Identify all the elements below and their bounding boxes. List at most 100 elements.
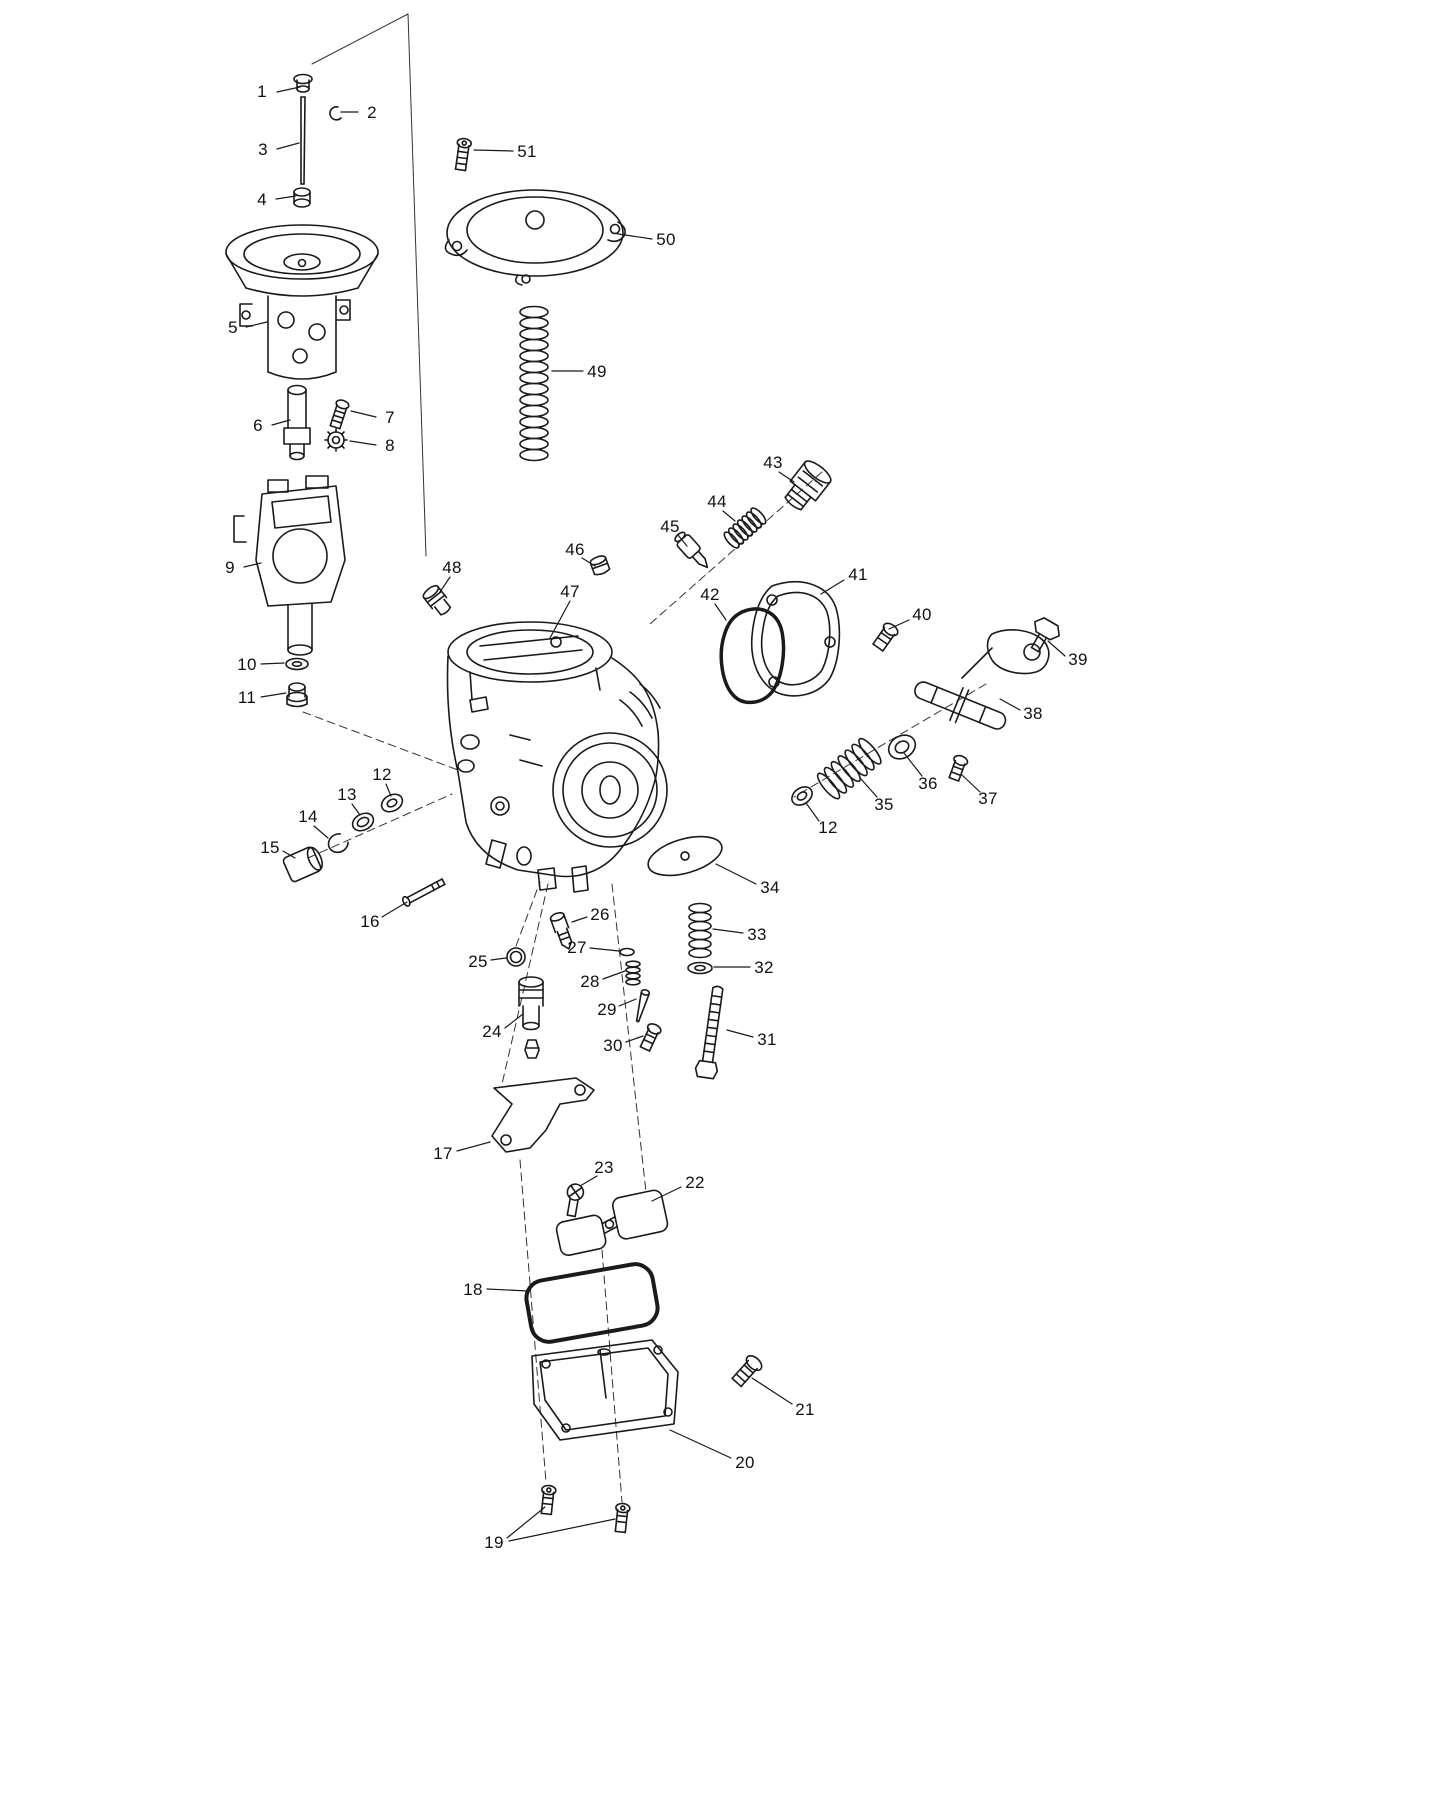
washer-13 <box>351 812 375 832</box>
diaphragm-slide-5 <box>225 224 379 380</box>
leader-line-33 <box>712 928 744 934</box>
screw-7 <box>329 399 350 430</box>
leader-line-40 <box>888 619 910 630</box>
bracket-17 <box>491 1077 595 1153</box>
leader-line-18 <box>486 1288 529 1292</box>
seal-ring-36 <box>887 734 917 760</box>
plug-11 <box>286 682 308 708</box>
needle-spacer-4 <box>293 187 311 208</box>
fitting-48 <box>422 584 452 616</box>
washer-27 <box>619 947 635 957</box>
leader-line-6 <box>271 419 291 426</box>
leader-line-48 <box>439 576 451 593</box>
bowl-gasket-18 <box>524 1262 660 1344</box>
leader-line-13 <box>351 803 361 816</box>
spring-33 <box>688 902 712 959</box>
leader-line-31 <box>726 1029 754 1038</box>
return-spring-35 <box>813 735 885 803</box>
diaphragm-cover-50 <box>444 189 626 286</box>
screw-16 <box>402 878 446 907</box>
diaphragm-disc-34 <box>647 835 723 877</box>
jet-needle-3 <box>300 96 306 185</box>
pilot-jet-26 <box>549 911 573 950</box>
bolt-39 <box>1030 617 1060 653</box>
leader-line-44 <box>722 510 736 522</box>
leader-line-21 <box>751 1377 793 1405</box>
leader-line-38 <box>999 698 1021 711</box>
leader-line-25 <box>490 957 507 961</box>
leader-line-12b <box>805 802 820 822</box>
needle-jet-holder-6 <box>283 384 311 461</box>
leader-line-43 <box>778 471 795 483</box>
e-ring-14 <box>327 833 349 854</box>
cap-15 <box>282 846 324 883</box>
main-jet-24 <box>518 976 544 1059</box>
cover-plate-41 <box>750 581 841 697</box>
leader-line-7 <box>350 410 377 418</box>
float-bowl-20 <box>531 1339 679 1441</box>
o-ring-25 <box>506 947 526 967</box>
leader-line-47 <box>549 600 571 639</box>
leader-line-14 <box>313 825 329 839</box>
needle-retainer <box>293 73 313 93</box>
leader-line-26 <box>571 916 588 923</box>
leader-line-50 <box>611 232 653 240</box>
leader-line-20 <box>669 1429 732 1459</box>
leader-line-15 <box>282 850 296 859</box>
construction-lines <box>302 13 987 1503</box>
washer-12a <box>380 793 404 813</box>
leader-line-37 <box>961 774 981 793</box>
drain-screw-21 <box>731 1355 763 1388</box>
e-clip-2 <box>329 106 342 121</box>
screw-30 <box>639 1023 662 1052</box>
leader-line-42 <box>714 603 727 621</box>
leader-line-16 <box>381 901 408 918</box>
leader-line-9 <box>243 562 262 568</box>
leader-lines <box>243 86 1066 1542</box>
lock-washer-8 <box>324 428 348 452</box>
throttle-shaft-38 <box>914 629 1050 730</box>
leader-line-34 <box>715 863 757 885</box>
leader-line-39 <box>1047 640 1066 657</box>
leader-line-24 <box>504 1013 524 1029</box>
leader-line-41 <box>820 579 845 595</box>
leader-line-11 <box>260 692 287 698</box>
spring-28 <box>625 960 641 986</box>
plunger-spring-44 <box>721 505 769 551</box>
leader-line-4 <box>275 195 297 200</box>
washer-32 <box>687 961 713 975</box>
leader-line-22 <box>651 1186 682 1202</box>
leader-line-36 <box>903 752 923 777</box>
leader-line-3 <box>276 142 300 150</box>
screw-23 <box>566 1183 585 1218</box>
leader-line-8 <box>349 440 377 446</box>
leader-line-35 <box>860 778 878 798</box>
leader-line-23 <box>579 1175 598 1187</box>
leader-line-28 <box>602 970 626 980</box>
cap-46 <box>589 555 611 576</box>
leader-line-10 <box>260 662 285 665</box>
leader-line-5 <box>245 321 268 328</box>
leader-line-19 <box>506 1506 546 1539</box>
fitting-43 <box>784 460 832 511</box>
leader-line-29 <box>618 998 637 1007</box>
screw-40 <box>872 622 899 652</box>
leader-line-27 <box>589 947 620 952</box>
carburetor-body <box>446 621 668 893</box>
bowl-screw-19b <box>614 1502 631 1534</box>
leader-line-12 <box>385 783 392 797</box>
leader-line-1 <box>276 86 301 93</box>
leader-line-51 <box>473 149 514 152</box>
leader-line-30 <box>625 1035 644 1043</box>
float-22 <box>555 1189 669 1257</box>
slide-spring-49 <box>519 305 549 462</box>
leader-line-46 <box>581 557 596 567</box>
washer-10 <box>285 657 309 671</box>
screw-31 <box>694 985 724 1080</box>
washer-12b <box>791 786 813 806</box>
float-valve-body-9 <box>233 475 346 656</box>
gasket-42 <box>719 607 786 705</box>
screw-37 <box>948 754 969 782</box>
